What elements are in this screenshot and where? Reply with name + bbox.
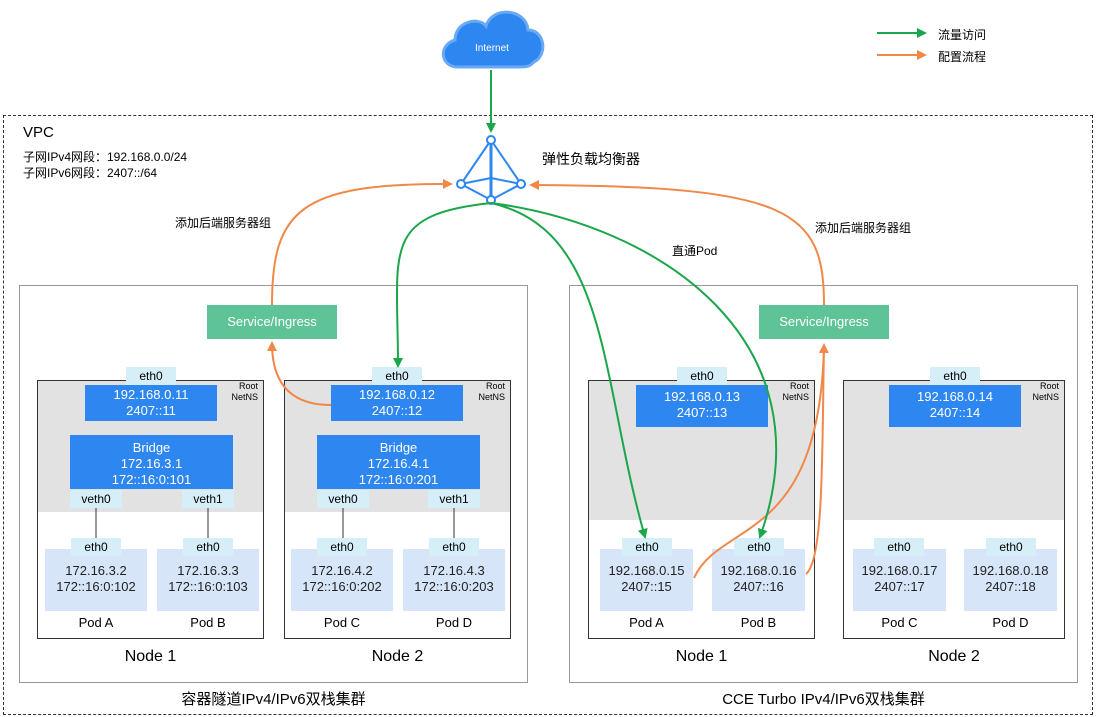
cluster-tunnel-label: 容器隧道IPv4/IPv6双栈集群 xyxy=(181,691,366,708)
add-backend-label-left: 添加后端服务器组 xyxy=(175,216,272,230)
config-line-pod-b-to-service xyxy=(805,344,825,575)
node-1-label: Node 1 xyxy=(675,648,728,665)
pod-d-eth0-tag: eth0 xyxy=(429,538,479,556)
pod-d-label: Pod D xyxy=(992,615,1029,630)
elb-icon xyxy=(456,135,526,205)
pod-d-label: Pod D xyxy=(435,615,473,630)
internet-label: Internet xyxy=(475,43,509,54)
pod-a-label: Pod A xyxy=(78,615,114,630)
elb-label: 弹性负载均衡器 xyxy=(542,151,640,167)
pod-b-eth0-tag: eth0 xyxy=(183,538,233,556)
node-eth0-tag: eth0 xyxy=(126,367,176,385)
pod-a-label: Pod A xyxy=(629,615,664,630)
node-eth0-tag: eth0 xyxy=(930,367,980,385)
pod-b-eth0-tag: eth0 xyxy=(734,538,784,556)
direct-pod-label: 直通Pod xyxy=(672,244,718,258)
legend-traffic-label: 流量访问 xyxy=(938,28,987,42)
traffic-line-elb-to-pod-b xyxy=(490,202,778,539)
node-eth0-tag: eth0 xyxy=(372,367,422,385)
service-ingress-left: Service/Ingress xyxy=(207,305,337,339)
pod-c-eth0-tag: eth0 xyxy=(317,538,367,556)
legend-config-label: 配置流程 xyxy=(938,50,987,64)
vpc-ipv4-subnet: 子网IPv4网段：192.168.0.0/24 xyxy=(23,150,188,164)
traffic-line-elb-to-pod-a xyxy=(490,202,648,539)
pod-a-eth0-tag: eth0 xyxy=(71,538,121,556)
service-ingress-right: Service/Ingress xyxy=(759,305,889,339)
cluster-turbo-label: CCE Turbo IPv4/IPv6双栈集群 xyxy=(722,691,925,708)
vpc-title: VPC xyxy=(23,124,54,141)
node-eth0-tag: eth0 xyxy=(677,367,727,385)
vpc-ipv6-subnet: 子网IPv6网段：2407::/64 xyxy=(23,166,158,180)
veth1-tag: veth1 xyxy=(182,490,234,508)
config-line-left-service-to-elb xyxy=(271,178,453,306)
pod-b-label: Pod B xyxy=(190,615,226,630)
node-2-label: Node 2 xyxy=(371,648,424,665)
add-backend-label-right: 添加后端服务器组 xyxy=(815,221,912,235)
veth1-tag: veth1 xyxy=(428,490,480,508)
pod-a-eth0-tag: eth0 xyxy=(622,538,672,556)
node-2-label: Node 2 xyxy=(928,648,980,665)
veth0-tag: veth0 xyxy=(70,490,122,508)
pod-d-eth0-tag: eth0 xyxy=(986,538,1036,556)
node-1-label: Node 1 xyxy=(124,648,177,665)
config-line-pod-a-to-service xyxy=(693,343,829,579)
config-line-node-to-service-left xyxy=(267,341,332,406)
pod-c-label: Pod C xyxy=(881,615,918,630)
internet-cloud-icon: Internet xyxy=(441,10,545,69)
vpc-boundary xyxy=(3,115,1093,715)
config-line-right-service-to-elb xyxy=(529,180,825,306)
pod-c-label: Pod C xyxy=(323,615,361,630)
traffic-line-elb-to-node2 xyxy=(392,202,492,368)
veth0-tag: veth0 xyxy=(317,490,369,508)
pod-b-label: Pod B xyxy=(740,615,777,630)
pod-c-eth0-tag: eth0 xyxy=(874,538,924,556)
